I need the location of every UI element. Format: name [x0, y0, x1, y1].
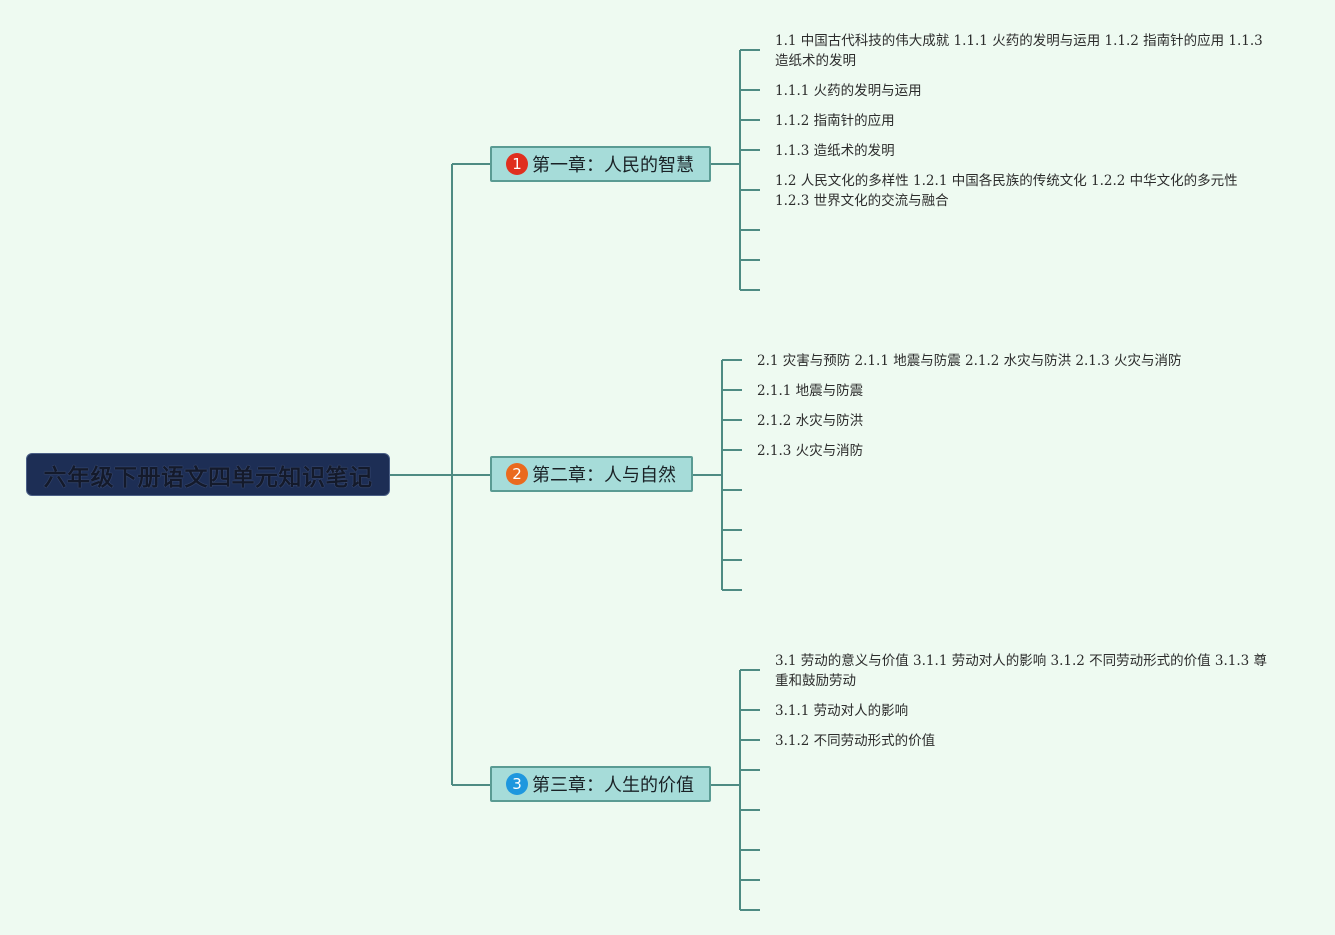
chapter-topic-2[interactable]: 2 第二章：人与自然	[490, 456, 693, 492]
chapter-topic-3[interactable]: 3 第三章：人生的价值	[490, 766, 711, 802]
root-topic[interactable]: 六年级下册语文四单元知识笔记	[26, 453, 390, 496]
subtopic-1-3[interactable]: 1.1.2 指南针的应用	[775, 113, 895, 129]
subtopic-1-4[interactable]: 1.1.3 造纸术的发明	[775, 143, 895, 159]
badge-number: 1	[512, 155, 522, 173]
badge-number: 2	[512, 465, 522, 483]
subtopic-3-1[interactable]: 3.1 劳动的意义与价值 3.1.1 劳动对人的影响 3.1.2 不同劳动形式的…	[775, 653, 1268, 689]
badge-number: 3	[512, 775, 522, 793]
subtopic-3-3[interactable]: 3.1.2 不同劳动形式的价值	[775, 733, 936, 749]
number-badge-icon: 1	[506, 153, 528, 175]
subtopic-1-2[interactable]: 1.1.1 火药的发明与运用	[775, 83, 922, 99]
subtopic-1-1[interactable]: 1.1 中国古代科技的伟大成就 1.1.1 火药的发明与运用 1.1.2 指南针…	[775, 33, 1263, 69]
chapter-topic-1[interactable]: 1 第一章：人民的智慧	[490, 146, 711, 182]
subtopic-1-5[interactable]: 1.2 人民文化的多样性 1.2.1 中国各民族的传统文化 1.2.2 中华文化…	[775, 173, 1238, 209]
subtopic-2-2[interactable]: 2.1.1 地震与防震	[757, 383, 864, 399]
subtopic-2-3[interactable]: 2.1.2 水灾与防洪	[757, 413, 864, 429]
root-topic-label: 六年级下册语文四单元知识笔记	[43, 464, 373, 491]
subtopic-2-1[interactable]: 2.1 灾害与预防 2.1.1 地震与防震 2.1.2 水灾与防洪 2.1.3 …	[757, 353, 1182, 369]
chapter-label: 第三章：人生的价值	[532, 775, 694, 796]
number-badge-icon: 3	[506, 773, 528, 795]
chapter-label: 第一章：人民的智慧	[532, 155, 694, 176]
subtopic-3-2[interactable]: 3.1.1 劳动对人的影响	[775, 703, 909, 719]
number-badge-icon: 2	[506, 463, 528, 485]
chapter-label: 第二章：人与自然	[532, 465, 676, 486]
subtopic-2-4[interactable]: 2.1.3 火灾与消防	[757, 443, 864, 459]
